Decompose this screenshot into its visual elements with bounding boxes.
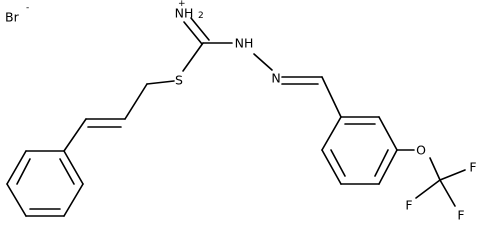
fluorine-1-label: F: [469, 160, 476, 175]
bond: [439, 169, 466, 181]
bond-layer: [6, 17, 466, 217]
bond: [63, 118, 87, 152]
bond: [378, 149, 398, 185]
bond: [378, 116, 398, 151]
imine-n2-label: N: [271, 71, 280, 86]
imine-nitrogen-label: NH: [175, 6, 194, 21]
bond: [63, 183, 84, 217]
bond: [330, 149, 346, 177]
hydrazine-nitrogen-label: NH: [235, 36, 254, 51]
ether-oxygen-label: O: [416, 143, 426, 158]
bond: [183, 21, 203, 45]
imine-nitrogen-charge: +: [178, 0, 186, 9]
bond: [439, 179, 456, 207]
counterion-label: Br: [5, 10, 20, 25]
bond: [146, 80, 175, 85]
counterion-charge: -: [26, 3, 29, 13]
bond: [321, 116, 342, 151]
fluorine-2-label: F: [405, 198, 412, 213]
bond: [124, 83, 148, 120]
chemical-structure: Br - + NH 2 NH N S O F F F: [5, 0, 477, 223]
bond: [63, 150, 84, 185]
bond: [374, 149, 389, 177]
bond: [253, 53, 273, 71]
bond: [182, 42, 204, 72]
sulfur-label: S: [175, 73, 183, 88]
bond: [190, 17, 210, 41]
bond: [429, 157, 441, 181]
imine-nitrogen-subscript: 2: [198, 11, 204, 21]
bond: [321, 76, 342, 118]
bond: [415, 179, 441, 199]
fluorine-3-label: F: [457, 208, 464, 223]
bond: [16, 158, 31, 185]
bond: [59, 158, 75, 185]
bond: [321, 149, 342, 185]
bond: [6, 150, 27, 185]
label-layer: Br - + NH 2 NH N S O F F F: [5, 0, 477, 223]
bond: [6, 183, 27, 217]
